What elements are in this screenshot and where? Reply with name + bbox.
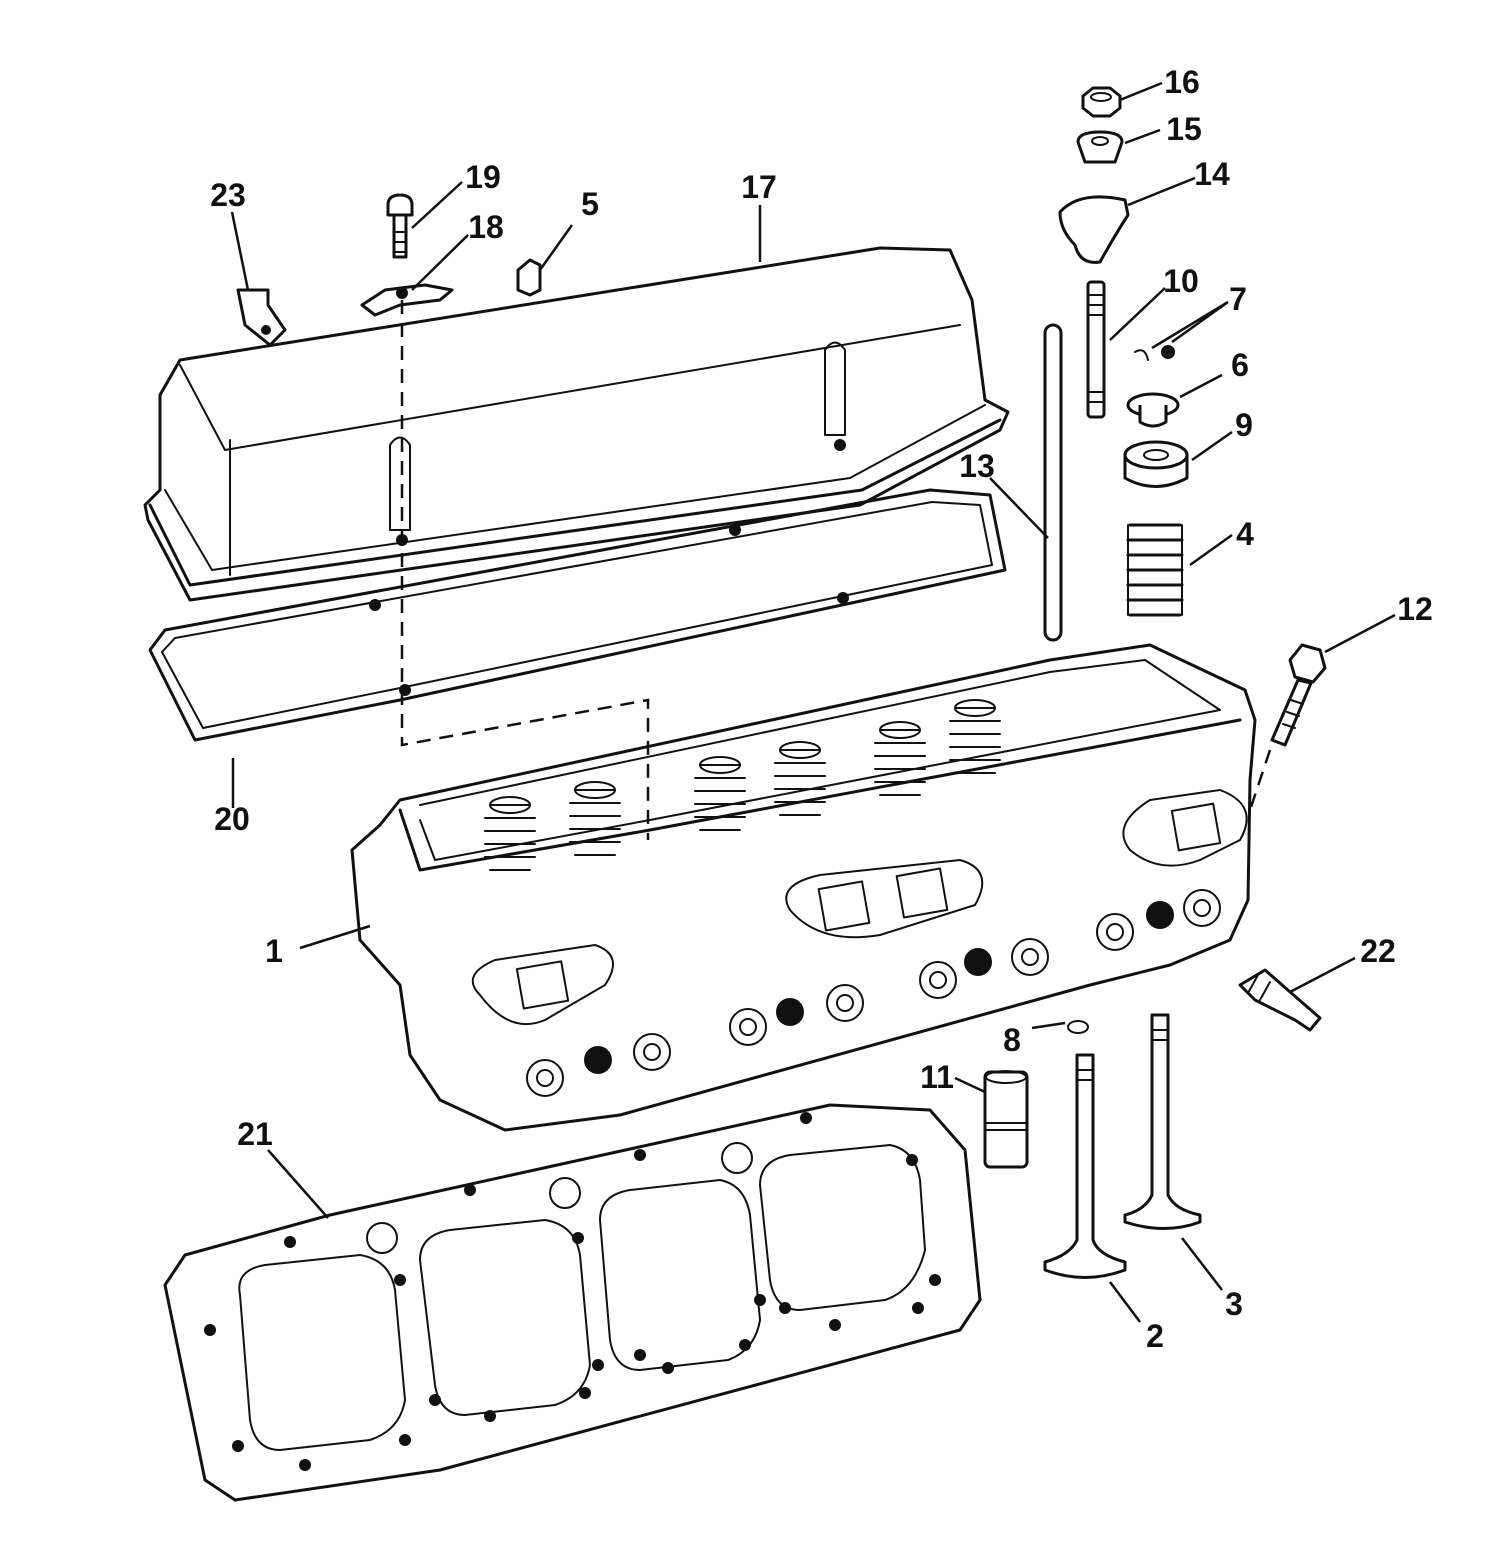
callout-11: 11 xyxy=(920,1059,954,1095)
callout-17: 17 xyxy=(741,169,777,205)
callout-3: 3 xyxy=(1225,1286,1243,1322)
cover-retainer xyxy=(360,283,454,317)
leader-lines xyxy=(230,81,1396,1323)
callout-15: 15 xyxy=(1166,111,1202,147)
rocker-stud xyxy=(1086,280,1106,419)
rocker-ball xyxy=(1076,130,1124,164)
callout-22: 22 xyxy=(1360,933,1396,969)
callouts: 1 2 3 4 5 6 7 8 9 10 11 12 13 14 15 16 1… xyxy=(210,64,1433,1354)
callout-18: 18 xyxy=(468,209,504,245)
oil-shield-cap xyxy=(1126,392,1180,428)
exhaust-valve xyxy=(1123,1013,1202,1230)
pcv-clip xyxy=(516,258,542,297)
head-gasket xyxy=(163,1103,982,1502)
callout-12: 12 xyxy=(1397,591,1433,627)
temperature-sender xyxy=(1238,968,1322,1032)
callout-10: 10 xyxy=(1163,263,1199,299)
cover-bolt xyxy=(386,193,414,259)
callout-20: 20 xyxy=(214,801,250,837)
callout-23: 23 xyxy=(210,177,246,213)
head-bolt xyxy=(1270,643,1327,747)
intake-valve xyxy=(1043,1053,1127,1279)
rocker-arm xyxy=(1058,195,1130,264)
callout-1: 1 xyxy=(265,933,283,969)
valve-seal xyxy=(1067,1020,1089,1034)
valve-spring xyxy=(1126,523,1184,617)
rocker-cover xyxy=(143,246,1010,602)
callout-4: 4 xyxy=(1236,516,1254,552)
callout-13: 13 xyxy=(959,448,995,484)
cylinder-head xyxy=(350,643,1257,1132)
push-rod xyxy=(1043,323,1063,642)
callout-9: 9 xyxy=(1235,407,1253,443)
spring-damper xyxy=(1123,440,1189,488)
rocker-cover-gasket xyxy=(148,488,1007,742)
callout-14: 14 xyxy=(1194,156,1230,192)
callout-2: 2 xyxy=(1146,1318,1164,1354)
callout-19: 19 xyxy=(465,159,501,195)
callout-6: 6 xyxy=(1231,347,1249,383)
valve-lifter xyxy=(983,1070,1029,1169)
callout-5: 5 xyxy=(581,186,599,222)
bracket xyxy=(236,288,287,347)
callout-16: 16 xyxy=(1164,64,1200,100)
callout-8: 8 xyxy=(1003,1022,1021,1058)
callout-21: 21 xyxy=(237,1116,273,1152)
callout-7: 7 xyxy=(1229,281,1247,317)
alignment-lines xyxy=(400,300,1272,840)
rocker-nut xyxy=(1081,86,1122,118)
valve-keys xyxy=(1134,345,1175,361)
